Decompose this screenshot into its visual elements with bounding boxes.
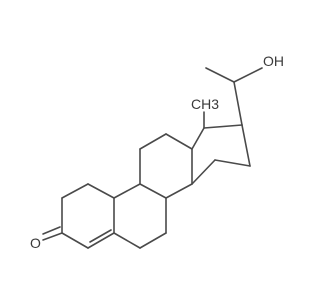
bond — [191, 159, 216, 185]
bond — [61, 183, 89, 199]
bond — [87, 232, 115, 249]
bond — [61, 232, 89, 249]
bond — [139, 133, 167, 150]
bond — [42, 226, 61, 235]
bond — [139, 232, 167, 249]
methyl-label: CH3 — [191, 96, 219, 112]
bond — [214, 159, 251, 167]
bond — [89, 229, 112, 243]
bond — [113, 183, 141, 199]
bond — [205, 67, 235, 83]
bond — [87, 183, 115, 199]
bond — [42, 232, 63, 241]
skeletal-formula: OH CH3 O — [30, 53, 284, 251]
hydroxyl-label: OH — [263, 53, 284, 69]
bond — [113, 232, 141, 249]
bond — [165, 133, 193, 150]
structure-canvas: OH CH3 O — [30, 53, 284, 251]
bond — [233, 67, 263, 83]
bond — [139, 183, 167, 199]
bond — [191, 127, 205, 150]
ketone-oxygen-label: O — [30, 235, 41, 251]
bond-lines — [42, 67, 263, 249]
bond — [203, 124, 243, 129]
bond — [241, 124, 251, 167]
bond — [233, 81, 243, 126]
bond — [165, 183, 193, 199]
